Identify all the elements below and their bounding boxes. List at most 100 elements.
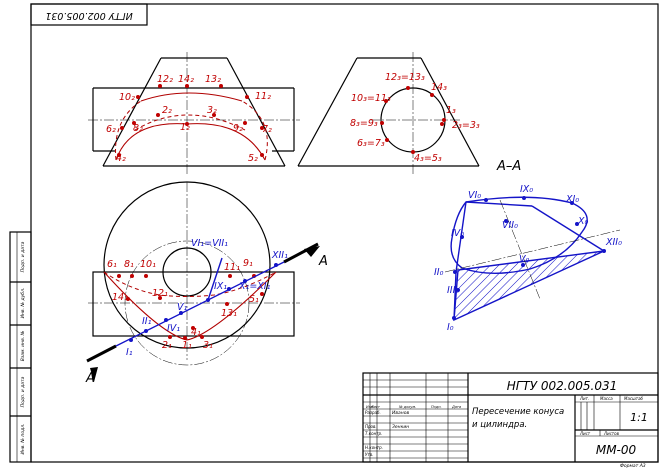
top-label: 11₁ (224, 262, 240, 273)
section-label: I₁ (126, 347, 133, 358)
top-point (228, 274, 232, 278)
section-point (243, 279, 247, 283)
top-point (144, 274, 148, 278)
front-label: 7₂ (262, 124, 272, 135)
section-label: I₀ (447, 322, 454, 333)
section-point (602, 249, 606, 253)
cut-arrow-right (304, 246, 320, 257)
section-point (179, 311, 183, 315)
row-label-tkontr: Т.контр. (365, 431, 382, 436)
top-label: 12₁ (152, 288, 168, 299)
front-point (132, 121, 136, 125)
top-view-points: 1₁ 2₁ 3₁ 4₁ 5₁ 6₁ 8₁ 9₁ 10₁ 11₁ 12₁ 13₁ … (107, 258, 264, 351)
front-label: 13₂ (205, 74, 221, 85)
scale-value: 1:1 (630, 411, 648, 424)
col-header-list: Лист (370, 405, 381, 409)
title-name-line1: Пересечение конуса (472, 407, 564, 417)
front-label: 14₂ (178, 74, 194, 85)
front-point (219, 84, 223, 88)
lit-header: Лит. (579, 396, 589, 401)
side-label: 8₃=9₃ (350, 118, 378, 129)
top-stamp-text: ИГТУ 002.005.031 (45, 10, 132, 21)
top-label: 5₁ (249, 294, 259, 305)
side-strip: Подп. и дата Инв. № дубл. Взам. инв. № П… (9, 231, 32, 463)
top-label: 10₁ (140, 259, 156, 270)
top-view-section-points: I₁ II₁ V₁ VI₁=VII₁ IX₁ X₁=XI₁ XII₁ IV₁ (126, 238, 288, 358)
section-label: V₀ (519, 254, 529, 265)
top-point (130, 274, 134, 278)
side-strip-label-1: Подп. и дата (20, 241, 26, 272)
side-strip-label-2: Инв. № дубл. (20, 288, 26, 319)
side-point (411, 150, 415, 154)
top-view (88, 181, 300, 366)
side-strip-label-4: Подп. и дата (20, 376, 26, 407)
cutting-plane: А А (85, 242, 328, 386)
side-point (430, 93, 434, 97)
side-view-points: 1₃ 2₃=3₃ 4₃=5₃ 6₃=7₃ 8₃=9₃ 10₃=11₃ 12₃=1… (350, 72, 480, 164)
section-label: IX₁ (214, 281, 227, 292)
section-point (522, 196, 526, 200)
front-point (156, 113, 160, 117)
sheet-label: Лист (579, 431, 591, 436)
section-label: II₀ (434, 267, 444, 278)
front-point (120, 126, 124, 130)
section-point (227, 287, 231, 291)
cut-label-left: А (85, 371, 95, 386)
front-point (185, 122, 189, 126)
section-point (521, 263, 525, 267)
section-label: X₁=XI₁ (238, 281, 271, 292)
top-point (168, 335, 172, 339)
front-label: 6₂ (106, 124, 116, 135)
row-label-prov: Пров. (365, 424, 377, 429)
org-code: ММ-00 (596, 443, 637, 457)
front-label: 11₂ (255, 91, 271, 102)
section-point (129, 338, 133, 342)
front-point (158, 84, 162, 88)
section-point (484, 198, 488, 202)
col-header-izm: Изм. (366, 405, 374, 409)
cut-label-right: А (318, 254, 328, 269)
front-point (243, 121, 247, 125)
sheets-label: Листов (603, 431, 620, 436)
front-label: 12₂ (157, 74, 173, 85)
section-point (456, 288, 460, 292)
top-label: 6₁ (107, 259, 117, 270)
top-point (225, 302, 229, 306)
section-point (570, 201, 574, 205)
front-label: 10₂ (119, 92, 135, 103)
title-designation: НГТУ 002.005.031 (507, 379, 618, 393)
section-label: IV₀ (451, 228, 464, 239)
side-point (406, 86, 410, 90)
front-point (245, 95, 249, 99)
title-block (362, 372, 659, 463)
section-point (460, 235, 464, 239)
side-label: 4₃=5₃ (414, 153, 442, 164)
col-header-doc: № докум. (398, 405, 416, 409)
top-point (260, 292, 264, 296)
front-label: 4₂ (116, 153, 126, 164)
front-label: 3₂ (207, 105, 217, 116)
section-point (504, 219, 508, 223)
front-point (260, 153, 264, 157)
col-header-sign: Подп. (431, 405, 442, 409)
section-view-points: I₀ II₀ III₀ IV₀ V₀ VI₀ VII₀ IX₀ X₀ XI₀ X… (434, 184, 622, 333)
section-label: XI₀ (565, 194, 579, 205)
checker-name: Зенкин (392, 424, 409, 430)
section-label: VI₁=VII₁ (191, 238, 228, 249)
top-label: 2₁ (162, 340, 172, 351)
section-point (575, 222, 579, 226)
front-point (185, 84, 189, 88)
section-label: VII₀ (502, 220, 518, 231)
top-point (200, 335, 204, 339)
section-label: III₀ (447, 285, 459, 296)
top-label: 13₁ (221, 308, 237, 319)
section-label: VI₀ (468, 190, 481, 201)
side-label: 10₃=11₃ (351, 93, 391, 104)
top-label: 4₁ (191, 327, 201, 338)
section-point (452, 316, 456, 320)
side-point (380, 121, 384, 125)
col-header-date: Дата (451, 405, 461, 409)
side-point (384, 99, 388, 103)
front-label: 8₂ (133, 123, 143, 134)
